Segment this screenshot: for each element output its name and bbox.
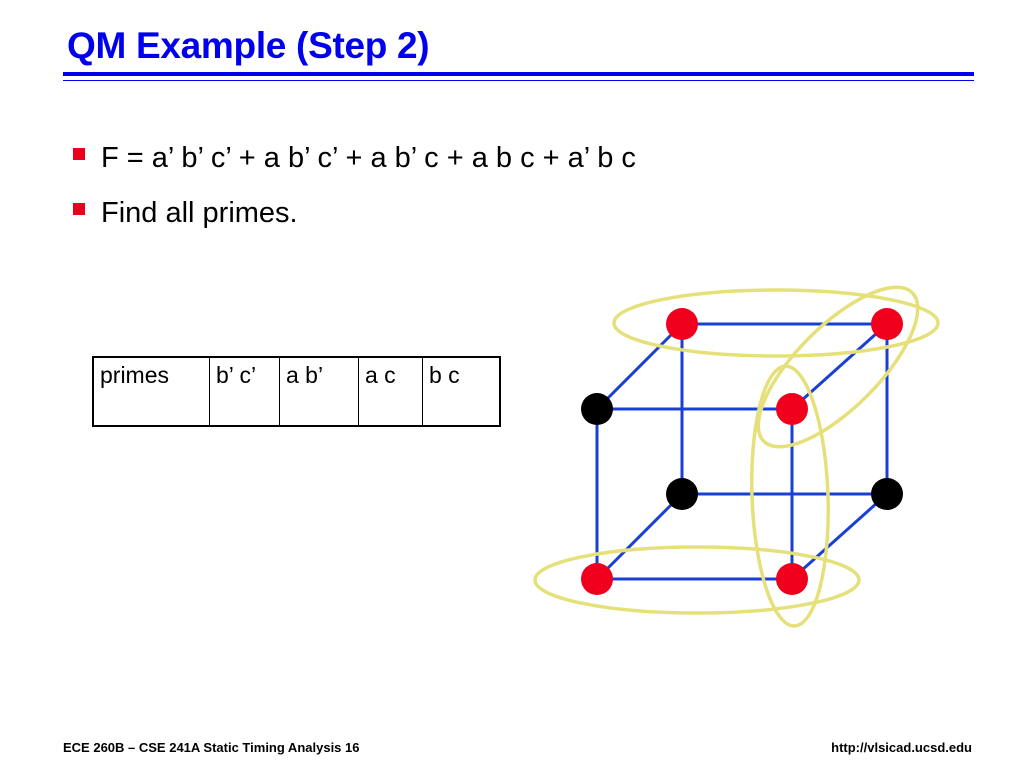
table-cell: b c (422, 356, 501, 427)
prime-loop-bottom (533, 545, 861, 615)
minterm-off-dot (871, 478, 903, 510)
prime-loop-top (612, 288, 940, 358)
minterm-off-dot (581, 393, 613, 425)
slide-title: QM Example (Step 2) (67, 25, 430, 66)
bullet-text: F = a’ b’ c’ + a b’ c’ + a b’ c + a b c … (101, 142, 636, 174)
minterm-on-dot (666, 308, 698, 340)
cube-edge (790, 492, 889, 581)
bullet-function: F = a’ b’ c’ + a b’ c’ + a b’ c + a b c … (70, 138, 636, 193)
minterm-on-dot (581, 563, 613, 595)
cube-edge (790, 322, 889, 411)
minterm-on-dot (776, 563, 808, 595)
minterm-on-dot (871, 308, 903, 340)
bullet-text: Find all primes. (101, 197, 298, 229)
minterm-on-dot (776, 393, 808, 425)
primes-table: primes b’ c’ a b’ a c b c (92, 356, 501, 427)
footer-url: http://vlsicad.ucsd.edu (831, 740, 972, 755)
table-cell: b’ c’ (209, 356, 280, 427)
table-cell: a c (358, 356, 423, 427)
square-bullet-icon (73, 148, 85, 160)
prime-loops (533, 285, 940, 628)
minterm-dots (581, 308, 903, 595)
cube-edge (595, 322, 684, 411)
square-bullet-icon (73, 203, 85, 215)
table-row: primes b’ c’ a b’ a c b c (92, 356, 501, 427)
bullet-find-primes: Find all primes. (70, 193, 636, 248)
footer-course-label: ECE 260B – CSE 241A Static Timing Analys… (63, 740, 360, 755)
cube-edge (595, 492, 684, 581)
title-underline-thin (63, 80, 974, 81)
prime-loop-diagonal (756, 285, 920, 449)
minterm-off-dot (666, 478, 698, 510)
table-header-cell: primes (92, 356, 210, 427)
bullet-list: F = a’ b’ c’ + a b’ c’ + a b’ c + a b c … (70, 138, 636, 248)
title-underline (63, 72, 974, 76)
cube-edges (595, 322, 889, 581)
table-cell: a b’ (279, 356, 359, 427)
